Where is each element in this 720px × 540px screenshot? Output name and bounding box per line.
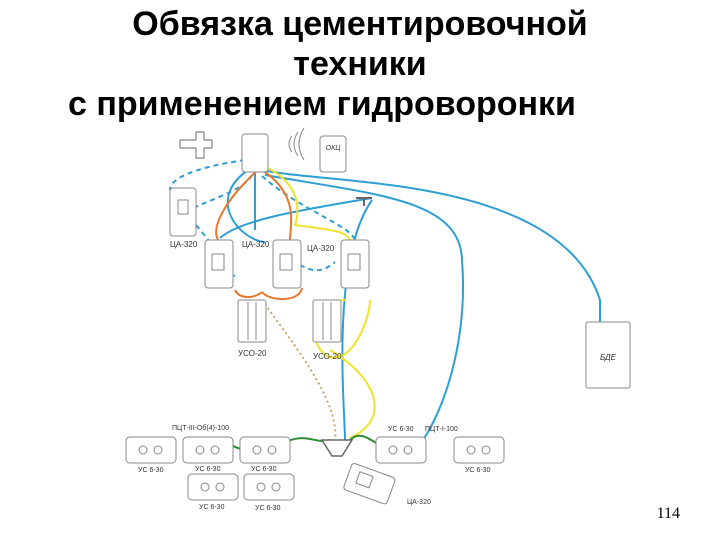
title-line-2: техники (293, 45, 427, 83)
us-unit-4 (187, 473, 239, 501)
line-yellow-3 (329, 349, 376, 439)
page-title: Обвязка цементировочной техники с примен… (0, 4, 720, 124)
ca320-label-mid1: ЦА-320 (242, 240, 270, 249)
line-orange-2 (261, 169, 293, 241)
bde-unit (585, 321, 631, 389)
ca320-unit-mid2 (272, 239, 302, 289)
uso20-unit-2 (312, 299, 342, 343)
line-orange-4 (261, 287, 303, 300)
us-unit-3 (239, 436, 291, 464)
hydrofunnel (320, 439, 354, 457)
line-blue-dash-5 (299, 261, 336, 272)
us-unit-7 (453, 436, 505, 464)
line-blue-dash-1 (169, 159, 246, 191)
line-blue-5 (341, 199, 373, 441)
bde-label: БДЕ (600, 353, 617, 362)
us-label-7: УС 6-30 (465, 467, 491, 474)
uso20-label-2: УСО-20 (313, 352, 342, 361)
us-unit-2 (182, 436, 234, 464)
page-number: 114 (656, 505, 680, 522)
uso20-label-1: УСО-20 (238, 349, 267, 358)
line-yellow-1 (267, 167, 351, 241)
ca320-unit-left (169, 187, 197, 237)
line-orange-1 (215, 169, 259, 241)
us-label-2: УС 6-30 (195, 466, 221, 473)
us-unit-5 (243, 473, 295, 501)
line-blue-6 (219, 197, 373, 239)
us-label-6: УС 6-30 (388, 426, 414, 433)
us-label-3: УС 6-30 (251, 466, 277, 473)
us-unit-6 (375, 436, 427, 464)
ca320-label-left: ЦА-320 (170, 240, 198, 249)
ca320-unit-bottom (343, 463, 396, 505)
title-line-1: Обвязка цементировочной (132, 5, 588, 43)
top-control-unit (241, 133, 269, 173)
okc-unit (319, 135, 347, 173)
top-unit-cross (179, 131, 213, 159)
pct3-label: ПЦТ-III-Об(4)-100 (172, 424, 229, 432)
line-blue-1 (261, 169, 601, 322)
pct1-label: ПЦТ-I-100 (425, 426, 458, 433)
signal-arcs-icon (288, 127, 305, 161)
t-junction (356, 197, 372, 206)
us-label-4: УС 6-30 (199, 504, 225, 511)
line-orange-3 (234, 289, 263, 298)
line-blue-dash-3 (261, 175, 356, 241)
uso20-unit-1 (237, 299, 267, 343)
us-label-5: УС 6-30 (255, 505, 281, 512)
okc-label: ОКЦ (326, 145, 341, 152)
ca320-label-bottom: ЦА-320 (407, 499, 431, 506)
title-line-3: с применением гидроворонки (68, 85, 576, 123)
line-dotted-1 (261, 299, 337, 441)
ca320-unit-mid1 (204, 239, 234, 289)
line-blue-3 (226, 169, 266, 243)
ca320-label-mid2: ЦА-320 (307, 244, 335, 253)
line-blue-2 (264, 174, 464, 453)
us-label-1: УС 6-30 (138, 467, 164, 474)
us-unit-1 (125, 436, 177, 464)
ca320-unit-mid3 (340, 239, 370, 289)
